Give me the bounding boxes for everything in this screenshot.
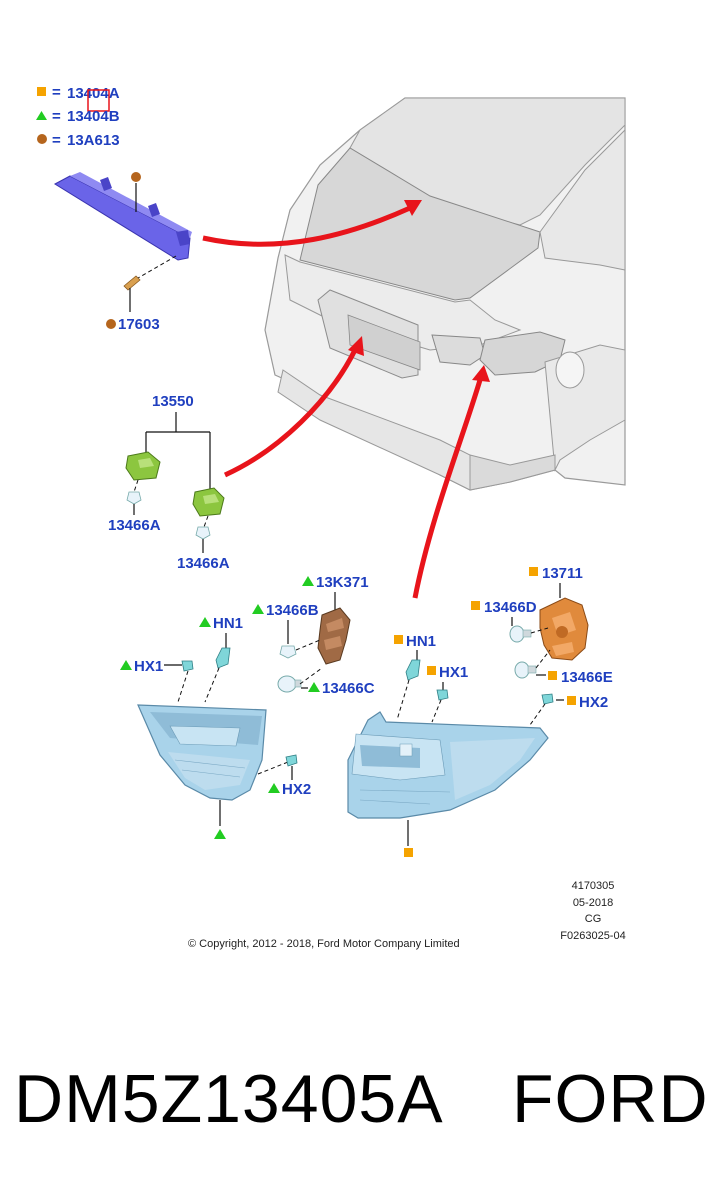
bulb-13466A-right — [195, 526, 211, 540]
bulb-HX2-outer — [541, 693, 554, 705]
label-13550: 13550 — [152, 393, 194, 410]
square-marker-13466d — [471, 601, 480, 610]
drawing-date: 05-2018 — [573, 897, 613, 909]
label-13466A-left: 13466A — [108, 517, 161, 534]
legend-text-3: 13A613 — [67, 132, 120, 149]
license-lamp-left — [125, 451, 161, 481]
bulb-HN1-inner — [215, 647, 231, 669]
license-lamp-right — [192, 487, 225, 517]
square-marker-hx1-outer — [427, 666, 436, 675]
copyright: © Copyright, 2012 - 2018, Ford Motor Com… — [188, 938, 460, 950]
triangle-marker-hx2-inner — [268, 783, 280, 793]
triangle-marker-13466c — [308, 682, 320, 692]
license-lamp-group: 13550 13466A 13466A — [108, 393, 230, 572]
drawing-meta: 4170305 05-2018 CG F0263025-04 — [560, 880, 625, 942]
outer-tail-lamp — [347, 711, 549, 819]
legend-text-1: 13404A — [67, 85, 120, 102]
triangle-marker-hx1-inner — [120, 660, 132, 670]
legend: = 13404A = 13404B = 13A613 — [36, 84, 120, 149]
circle-marker-17603 — [106, 319, 116, 329]
label-HX2-inner: HX2 — [282, 781, 311, 798]
socket-13K371 — [317, 607, 351, 665]
arrow-to-tail-lamp — [412, 379, 483, 599]
label-13466D: 13466D — [484, 599, 537, 616]
label-13466C: 13466C — [322, 680, 375, 697]
label-HX1-inner: HX1 — [134, 658, 163, 675]
bulb-HN1-outer — [405, 659, 421, 681]
drawing-code: CG — [585, 913, 602, 925]
arrow-to-high-mount — [202, 205, 412, 247]
label-HX2-outer: HX2 — [579, 694, 608, 711]
inner-tail-lamp-group: 13K371 13466B 13466C HN1 HX1 — [120, 574, 375, 839]
brand-name: FORD — [512, 1061, 708, 1137]
triangle-marker-hn1-inner — [199, 617, 211, 627]
legend-equals-1: = — [52, 84, 61, 101]
triangle-marker-13466b — [252, 604, 264, 614]
label-13711: 13711 — [542, 565, 583, 582]
label-13K371: 13K371 — [316, 574, 369, 591]
legend-equals-2: = — [52, 108, 61, 125]
drawing-figure: F0263025-04 — [560, 930, 625, 942]
arrow-to-license-lamp — [223, 348, 358, 478]
high-mount-lamp-bracket: 17603 — [53, 172, 192, 333]
drawing-number: 4170305 — [572, 880, 615, 892]
label-HN1-outer: HN1 — [406, 633, 436, 650]
square-marker-13466e — [548, 671, 557, 680]
square-marker-hx2-outer — [567, 696, 576, 705]
bulb-13466B — [279, 645, 297, 659]
bulb-13466E — [514, 661, 530, 679]
bulb-HX1-outer — [436, 689, 449, 701]
legend-equals-3: = — [52, 132, 61, 149]
legend-text-2: 13404B — [67, 108, 120, 125]
square-marker-hn1-outer — [394, 635, 403, 644]
wedge-bulb-17603 — [123, 275, 141, 291]
triangle-marker-inner-lamp — [214, 829, 226, 839]
vehicle-rear — [264, 97, 626, 491]
socket-13711 — [539, 597, 589, 661]
bulb-HX1-inner — [181, 660, 194, 672]
label-17603: 17603 — [118, 316, 160, 333]
triangle-marker-13k371 — [302, 576, 314, 586]
label-13466B: 13466B — [266, 602, 319, 619]
bulb-13466C — [277, 675, 297, 693]
inner-tail-lamp — [137, 704, 267, 801]
bulb-HX2-inner — [285, 754, 298, 767]
bulb-13466D — [509, 625, 525, 643]
bulb-13466A-left — [126, 491, 142, 505]
caption: DM5Z13405A FORD — [0, 1060, 708, 1170]
red-arrows — [202, 200, 490, 599]
label-HX1-outer: HX1 — [439, 664, 468, 681]
square-marker-outer-lamp — [404, 848, 413, 857]
legend-square-marker — [37, 87, 46, 96]
square-marker-13711 — [529, 567, 538, 576]
legend-triangle-marker — [36, 111, 47, 120]
legend-circle-marker — [37, 134, 47, 144]
highlight-box — [87, 89, 110, 112]
label-HN1-inner: HN1 — [213, 615, 243, 632]
part-number: DM5Z13405A — [14, 1061, 444, 1137]
circle-marker-bracket — [131, 172, 141, 182]
label-13466A-right: 13466A — [177, 555, 230, 572]
label-13466E: 13466E — [561, 669, 613, 686]
parts-diagram: = 13404A = 13404B = 13A613 17603 — [36, 84, 626, 950]
outer-tail-lamp-group: 13711 13466D 13466E HN1 HX1 HX2 — [347, 565, 613, 857]
